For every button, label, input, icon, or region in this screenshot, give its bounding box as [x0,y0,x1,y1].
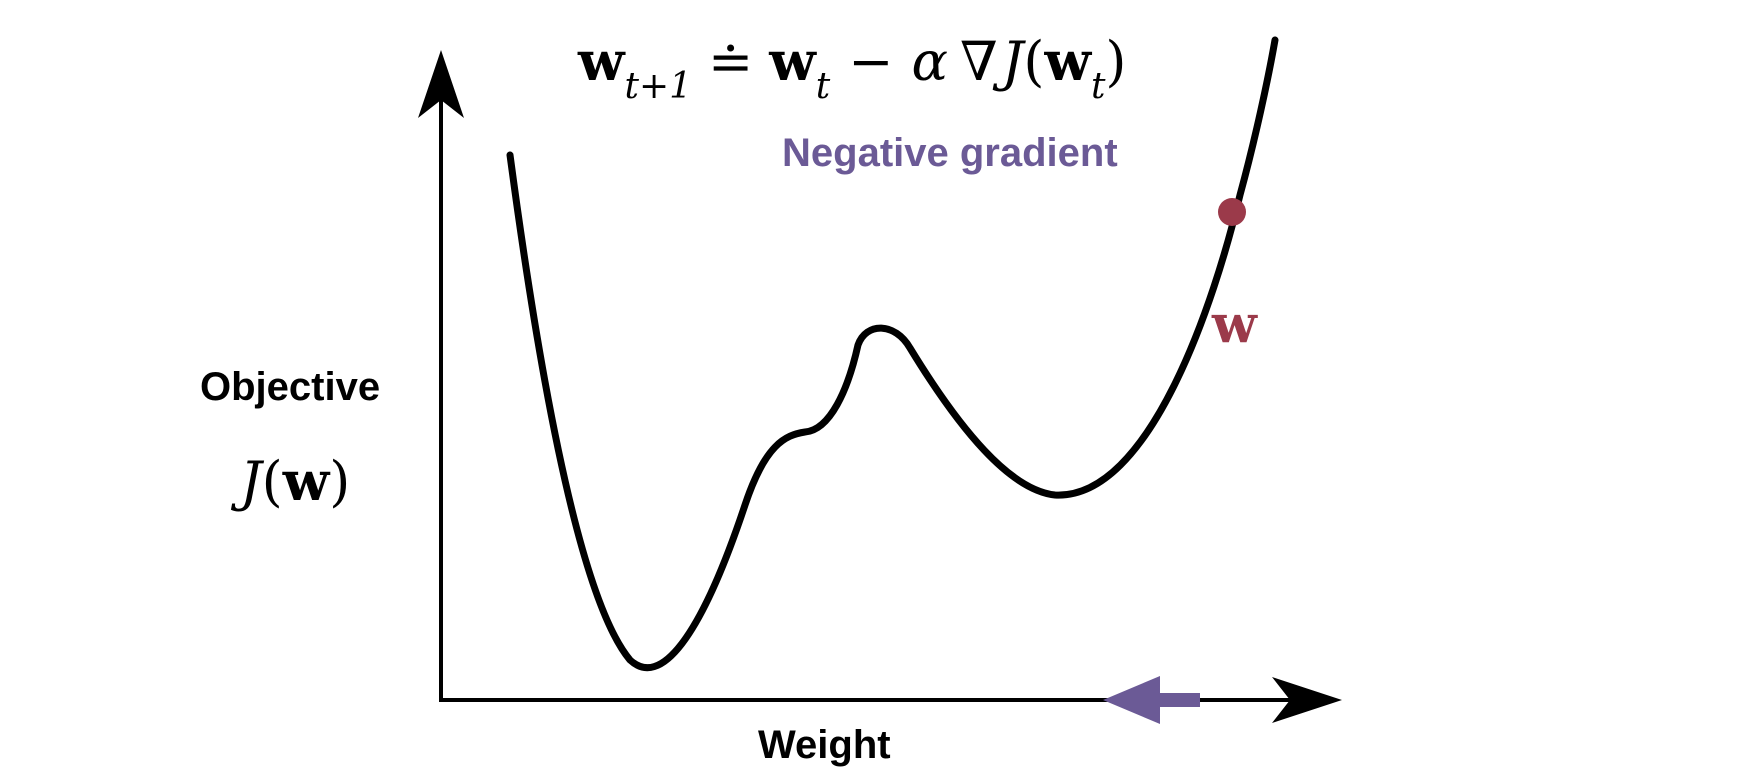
x-axis-arrowhead [1272,677,1342,723]
jw-rparen: ) [329,450,350,513]
eq-w-bold: w [577,29,626,93]
eq-subscript-t-2: t [1091,66,1106,107]
jw-w-bold: w [282,449,331,513]
eq-lparen: ( [1023,30,1044,93]
objective-curve [506,36,1279,672]
eq-doteq: ≐ [708,30,753,93]
eq-w-bold-3: w [1043,29,1092,93]
current-weight-point [1218,198,1246,226]
negative-gradient-label: Negative gradient [782,131,1118,175]
eq-subscript-t: t [816,66,831,107]
eq-alpha: α [912,30,948,93]
objective-label: Objective [200,365,380,409]
jw-lparen: ( [262,450,283,513]
negative-gradient-arrow [1103,676,1200,724]
eq-w-bold-2: w [768,29,817,93]
weight-point-label: w [1211,294,1258,355]
eq-rparen: ) [1105,30,1126,93]
eq-minus: − [848,30,893,93]
jw-J: J [230,450,265,513]
y-axis-arrowhead [418,50,464,118]
weight-axis-label: Weight [758,723,891,767]
eq-nabla: ∇ [960,30,998,93]
objective-symbol: J(w) [230,449,350,513]
eq-subscript-t-plus-1: t+1 [625,66,693,107]
update-equation: wt+1≐wt−α∇J(wt) [577,29,1126,107]
